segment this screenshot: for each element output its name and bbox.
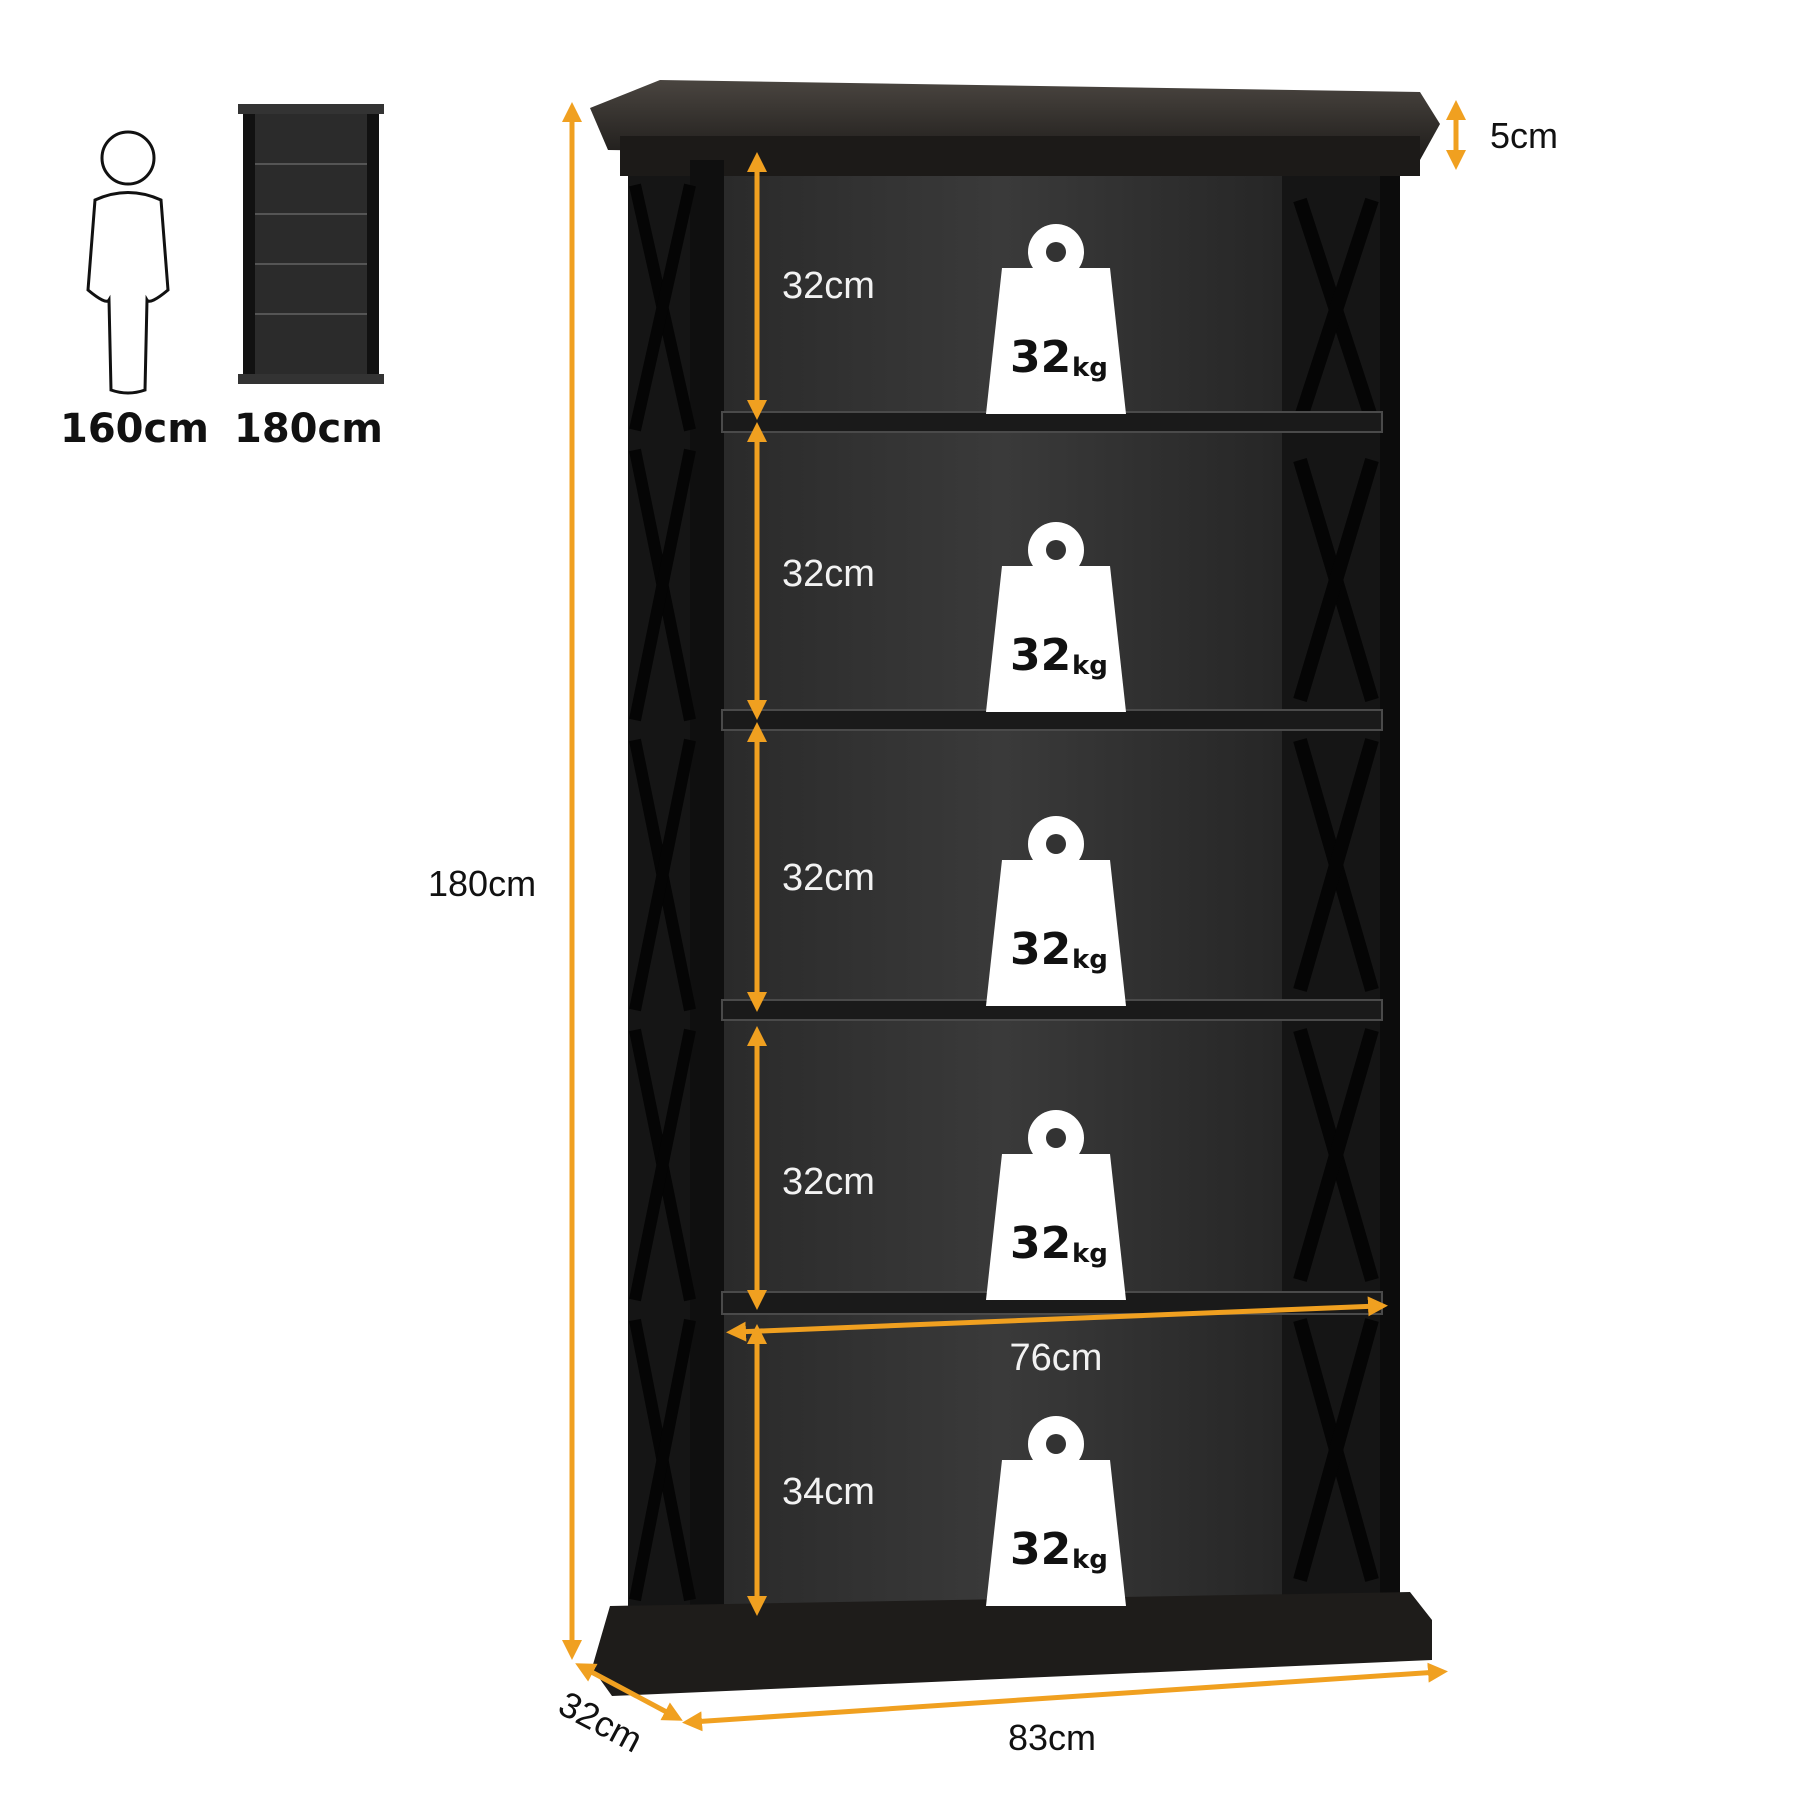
weight-icon: 32 kg xyxy=(986,522,1126,712)
tier-1-load-value: 32 xyxy=(1010,332,1071,383)
shelf-1 xyxy=(721,411,1383,433)
tier-4-load-value: 32 xyxy=(1010,1218,1071,1269)
width-line xyxy=(682,1662,1448,1732)
top-trim-label: 5cm xyxy=(1490,115,1558,156)
shelf-2 xyxy=(721,709,1383,731)
tier-5-load-unit: kg xyxy=(1072,1545,1108,1575)
tier-4-height-label: 32cm xyxy=(782,1161,875,1203)
weight-icon: 32 kg xyxy=(986,224,1126,414)
weight-icon: 32 kg xyxy=(986,816,1126,1006)
inner-width-label: 76cm xyxy=(1010,1337,1103,1379)
tier-1-load-unit: kg xyxy=(1072,353,1108,383)
person-outline-icon xyxy=(86,130,170,395)
tier-4-load-unit: kg xyxy=(1072,1239,1108,1269)
tier-3-height-label: 32cm xyxy=(782,857,875,899)
load-capacity-icons: 32 kg 32 kg 32 kg 32 kg 32 xyxy=(986,224,1126,1606)
inner-width-line xyxy=(726,1296,1388,1342)
tier-3-load-unit: kg xyxy=(1072,945,1108,975)
tier-5-load-value: 32 xyxy=(1010,1524,1071,1575)
tier-2-height-label: 32cm xyxy=(782,553,875,595)
bookshelf-thumbnail-icon xyxy=(238,104,384,384)
size-comparison: 160cm 180cm xyxy=(60,104,384,452)
shelf-height-label: 180cm xyxy=(234,406,383,452)
width-label: 83cm xyxy=(1008,1717,1096,1758)
tier-2-load-unit: kg xyxy=(1072,651,1108,681)
tier-1-height-label: 32cm xyxy=(782,265,875,307)
tier-5-height-label: 34cm xyxy=(782,1471,875,1513)
dimension-lines xyxy=(562,100,1466,1732)
tier-2-load-value: 32 xyxy=(1010,630,1071,681)
depth-line xyxy=(575,1663,683,1721)
weight-icon: 32 kg xyxy=(986,1416,1126,1606)
total-height-label: 180cm xyxy=(428,863,536,904)
weight-icon: 32 kg xyxy=(986,1110,1126,1300)
tier-3-load-value: 32 xyxy=(1010,924,1071,975)
person-height-label: 160cm xyxy=(60,406,209,452)
